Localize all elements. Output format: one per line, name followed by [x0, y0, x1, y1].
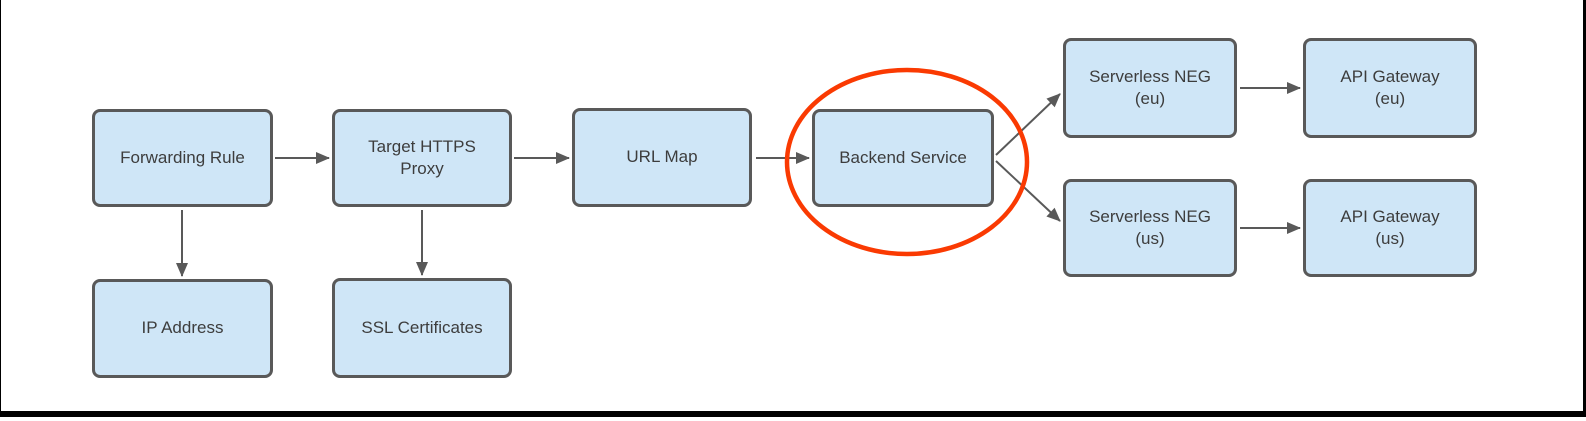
- node-serverless-neg-eu[interactable]: Serverless NEG (eu): [1063, 38, 1237, 138]
- node-target-https-proxy-label: Target HTTPS Proxy: [368, 136, 476, 178]
- node-forwarding-rule[interactable]: Forwarding Rule: [92, 109, 273, 207]
- node-api-gateway-us-label: API Gateway (us): [1340, 206, 1440, 248]
- node-target-https-proxy[interactable]: Target HTTPS Proxy: [332, 109, 512, 207]
- node-url-map[interactable]: URL Map: [572, 108, 752, 207]
- node-serverless-neg-eu-label: Serverless NEG (eu): [1089, 66, 1211, 108]
- node-url-map-label: URL Map: [626, 147, 698, 167]
- arrow-backend-service-to-serverless-neg-us: [995, 160, 1061, 222]
- node-backend-service-label: Backend Service: [839, 147, 967, 167]
- node-ssl-certificates[interactable]: SSL Certificates: [332, 278, 512, 378]
- highlight-ellipse: [784, 67, 1030, 257]
- node-ssl-certificates-label: SSL Certificates: [361, 317, 483, 337]
- node-serverless-neg-us-label: Serverless NEG (us): [1089, 206, 1211, 248]
- node-api-gateway-us[interactable]: API Gateway (us): [1303, 179, 1477, 277]
- node-backend-service[interactable]: Backend Service: [812, 109, 994, 207]
- node-ip-address[interactable]: IP Address: [92, 279, 273, 378]
- node-api-gateway-eu[interactable]: API Gateway (eu): [1303, 38, 1477, 138]
- node-serverless-neg-us[interactable]: Serverless NEG (us): [1063, 179, 1237, 277]
- node-ip-address-label: IP Address: [141, 318, 224, 338]
- node-api-gateway-eu-label: API Gateway (eu): [1340, 66, 1440, 108]
- arrow-backend-service-to-serverless-neg-eu: [995, 93, 1061, 156]
- node-forwarding-rule-label: Forwarding Rule: [120, 147, 245, 167]
